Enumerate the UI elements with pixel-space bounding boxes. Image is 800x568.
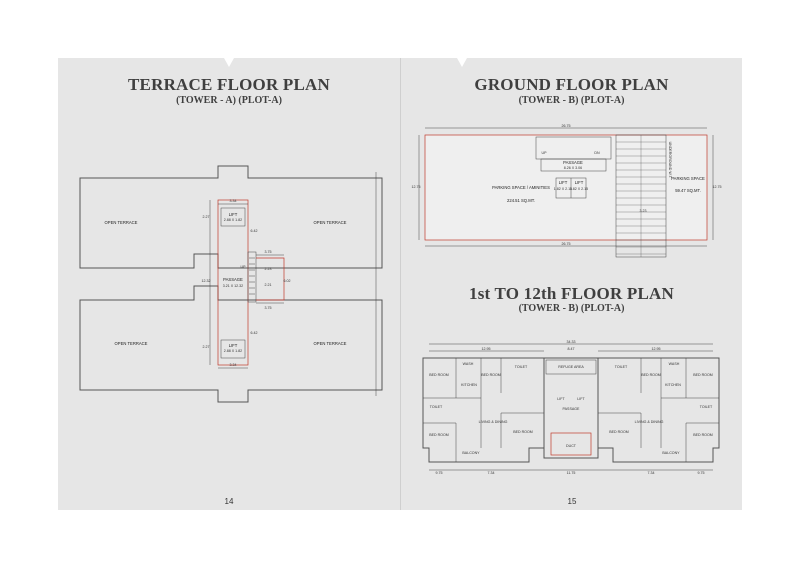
typ-wash-2: WASH xyxy=(669,362,680,366)
dim-5: 2.23 xyxy=(265,267,272,271)
dim-12: 3.34 xyxy=(230,363,237,367)
typical-floor-plan: 34.33 12.95 8.47 12.95 9.75 7.34 11.75 7… xyxy=(422,340,720,475)
typ-toilet-2: TOILET xyxy=(430,405,443,409)
typ-living-2: LIVING & DINING xyxy=(635,420,664,424)
typ-bedroom-8: BED ROOM xyxy=(609,430,629,434)
parking-amenities-label: PARKING SPACE / AMINITIES xyxy=(492,185,550,190)
dim-3: 6.42 xyxy=(251,229,258,233)
page-number-left: 14 xyxy=(224,497,234,506)
ground-lift-label-1: LIFT xyxy=(559,180,568,185)
ground-dn-label: DN xyxy=(594,151,600,155)
terrace-open-label-3: OPEN TERRACE xyxy=(115,341,148,346)
typ-balcony-2: BALCONY xyxy=(662,451,680,455)
terrace-open-label-2: OPEN TERRACE xyxy=(314,220,347,225)
lift-bottom-label: LIFT xyxy=(229,343,238,348)
ground-up-label: UP xyxy=(542,151,548,155)
typ-bedroom-2: BED ROOM xyxy=(481,373,501,377)
typ-lift-1: LIFT xyxy=(557,397,565,401)
dim-6: 2.21 xyxy=(265,283,272,287)
underground-water-tank-label: UNDERGROUND W.T. xyxy=(668,142,672,179)
typ-bedroom-4: BED ROOM xyxy=(513,430,533,434)
typical-plan-title: 1st TO 12th FLOOR PLAN xyxy=(469,284,674,303)
right-page xyxy=(401,58,742,510)
ground-dim-ramp: 3.23 xyxy=(640,209,647,213)
ground-dim-left: 12.75 xyxy=(412,185,421,189)
typ-toilet-1: TOILET xyxy=(515,365,528,369)
ground-floor-plan: 26.75 26.75 12.75 12.75 3.23 PASSAGE 8.2… xyxy=(412,124,722,258)
terrace-plan-title: TERRACE FLOOR PLAN xyxy=(128,75,330,94)
parking-space-label: PARKING SPACE xyxy=(671,176,705,181)
page-notch-right xyxy=(457,58,467,67)
parking-amenities-area: 224.51 SQ.MT. xyxy=(507,198,535,203)
typical-plan-subtitle: (TOWER - B) (PLOT-A) xyxy=(518,303,625,314)
dim-11: 6.42 xyxy=(251,331,258,335)
dim-1: 3.34 xyxy=(230,199,237,203)
ground-plan-subtitle: (TOWER - B) (PLOT-A) xyxy=(518,95,625,106)
typ-wash-1: WASH xyxy=(463,362,474,366)
typ-dim-6: 7.34 xyxy=(488,471,495,475)
ground-plan-title: GROUND FLOOR PLAN xyxy=(474,75,669,94)
page-number-right: 15 xyxy=(567,497,577,506)
typ-dim-5: 9.75 xyxy=(436,471,443,475)
typ-dim-2: 12.95 xyxy=(482,347,491,351)
dim-4: 3.75 xyxy=(265,250,272,254)
terrace-open-label-1: OPEN TERRACE xyxy=(105,220,138,225)
parking-space-area: 59.47 SQ.MT. xyxy=(675,188,701,193)
typ-lift-2: LIFT xyxy=(577,397,585,401)
dim-8: 12.32 xyxy=(202,279,211,283)
dim-10: 2.27 xyxy=(203,345,210,349)
typ-dim-9: 9.75 xyxy=(698,471,705,475)
ground-passage-size: 8.26 X 3.06 xyxy=(564,166,582,170)
typ-duct: DUCT xyxy=(566,444,577,448)
typ-bedroom-7: BED ROOM xyxy=(693,433,713,437)
terrace-floor-plan: OPEN TERRACE OPEN TERRACE OPEN TERRACE O… xyxy=(79,165,383,403)
typ-toilet-3: TOILET xyxy=(615,365,628,369)
typ-bedroom-1: BED ROOM xyxy=(429,373,449,377)
stair-up-label: UP xyxy=(241,265,247,269)
ground-lift-size-1: 1.82 X 2.15 xyxy=(554,187,572,191)
page-notch-left xyxy=(224,58,234,67)
typ-bedroom-3: BED ROOM xyxy=(429,433,449,437)
typ-toilet-4: TOILET xyxy=(700,405,713,409)
typ-living-1: LIVING & DINING xyxy=(479,420,508,424)
typ-refuge: REFUGE AREA xyxy=(558,365,584,369)
terrace-plan-subtitle: (TOWER - A) (PLOT-A) xyxy=(176,95,282,106)
ground-dim-bottom: 26.75 xyxy=(562,242,571,246)
typ-dim-1: 34.33 xyxy=(567,340,576,344)
typ-dim-7: 11.75 xyxy=(567,471,576,475)
dim-7: 6.02 xyxy=(284,279,291,283)
typ-bedroom-5: BED ROOM xyxy=(693,373,713,377)
dim-9: 3.75 xyxy=(265,306,272,310)
ground-lift-size-2: 1.82 X 2.15 xyxy=(570,187,588,191)
left-page xyxy=(58,58,401,510)
ground-passage-label: PASSAGE xyxy=(563,160,583,165)
typ-dim-4: 12.95 xyxy=(652,347,661,351)
typ-passage: PASSAGE xyxy=(563,407,581,411)
typ-dim-8: 7.34 xyxy=(648,471,655,475)
passage-label: PASSAGE xyxy=(223,277,243,282)
typ-bedroom-6: BED ROOM xyxy=(641,373,661,377)
typ-kitchen-1: KITCHEN xyxy=(461,383,477,387)
dim-2: 2.27 xyxy=(203,215,210,219)
typ-dim-3: 8.47 xyxy=(568,347,575,351)
typ-balcony-1: BALCONY xyxy=(462,451,480,455)
ground-dim-right: 12.75 xyxy=(713,185,722,189)
lift-top-label: LIFT xyxy=(229,212,238,217)
ground-lift-label-2: LIFT xyxy=(575,180,584,185)
terrace-open-label-4: OPEN TERRACE xyxy=(314,341,347,346)
ground-dim-top: 26.75 xyxy=(562,124,571,128)
lift-bottom-size: 2.88 X 1.82 xyxy=(224,349,242,353)
typ-kitchen-2: KITCHEN xyxy=(665,383,681,387)
passage-size: 3.21 X 12.32 xyxy=(223,284,243,288)
lift-top-size: 2.88 X 1.82 xyxy=(224,218,242,222)
